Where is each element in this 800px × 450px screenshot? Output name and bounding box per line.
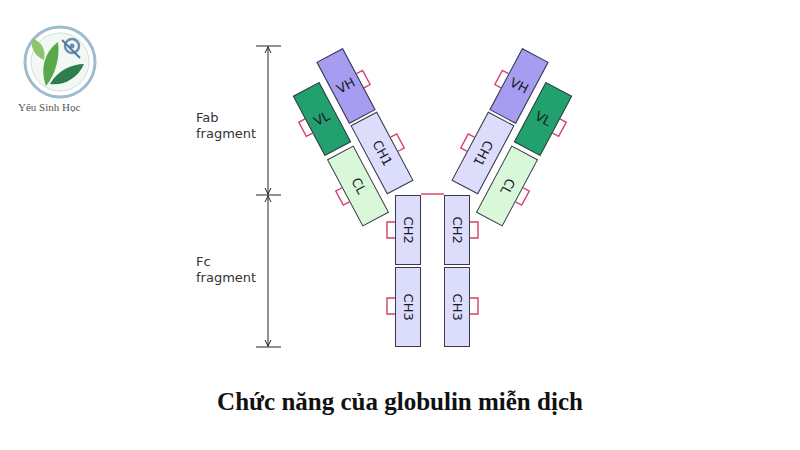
domain-label: VL [533,109,554,129]
disulfide-bond [299,70,566,314]
domain-label: VH [334,75,357,96]
domain-label: CH3 [450,293,464,320]
fragment-label: Fc fragment [196,254,268,287]
domain-box: CH3 [444,267,470,347]
domain-label: VH [507,75,530,96]
domain-label: CH3 [401,293,415,320]
logo-mark [25,27,95,97]
domain-box: CH2 [395,195,421,265]
title: Chức năng của globulin miễn dịch [0,388,800,416]
domain-label: CL [497,175,517,196]
domain-box: CH2 [444,195,470,265]
dimension-bracket [256,46,281,347]
domain-box: CH3 [395,267,421,347]
domain-label: CH1 [369,138,394,169]
domain-label: CH2 [401,216,415,243]
fragment-label: Fab fragment [196,110,268,143]
domain-label: CH1 [470,138,495,169]
domain-label: CL [348,175,368,196]
domain-label: VL [312,109,333,129]
logo-text: Yêu Sinh Học [18,101,118,115]
domain-label: CH2 [450,216,464,243]
